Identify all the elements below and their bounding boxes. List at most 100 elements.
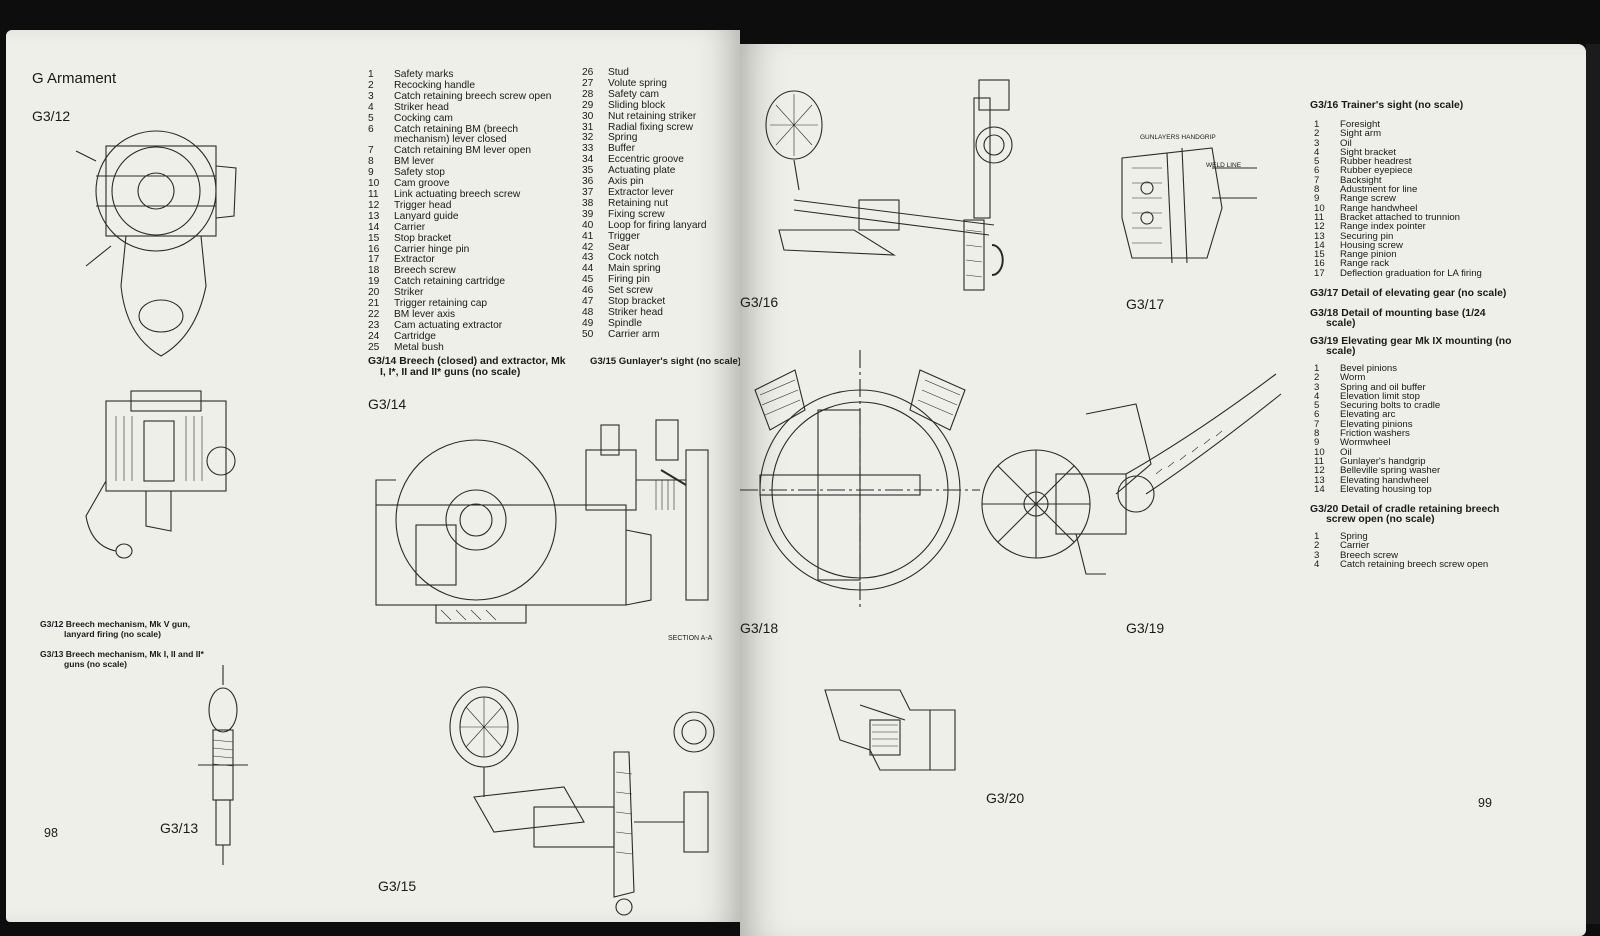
page-number-right: 99	[1478, 796, 1492, 810]
legend-number: 4	[1314, 558, 1320, 570]
legend-text: Safety cam	[608, 88, 659, 100]
g3-16-title: G3/16 Trainer's sight (no scale)	[1310, 100, 1464, 111]
legend-number: 17	[368, 254, 380, 266]
gunlayers-sight-drawing	[449, 686, 715, 916]
legend-number: 20	[368, 287, 380, 299]
legend-text: Loop for firing lanyard	[608, 219, 707, 231]
legend-number: 42	[582, 241, 594, 253]
legend-text: Nut retaining striker	[608, 110, 697, 122]
page-number-left: 98	[44, 826, 58, 840]
legend-number: 19	[368, 276, 380, 288]
legend-number: 29	[582, 99, 594, 111]
legend-text: Carrier arm	[608, 328, 660, 340]
legend-number: 9	[368, 167, 374, 179]
legend-number: 11	[1314, 211, 1324, 223]
legend-number: 2	[1314, 372, 1320, 384]
breech-mechanism-drawing-bottom	[85, 390, 236, 559]
legend-row: 17 Deflection graduation for LA firing	[1314, 267, 1482, 279]
legend-number: 32	[582, 132, 594, 144]
elevating-gear-detail-drawing	[1121, 147, 1257, 264]
legend-number: 17	[1314, 267, 1325, 279]
legend-text: Range handwheel	[1340, 202, 1418, 214]
g3-19-title-line2: scale)	[1326, 346, 1356, 357]
legend-number: 35	[582, 165, 594, 177]
legend-number: 6	[1314, 165, 1320, 177]
legend-text: Cartridge	[394, 330, 436, 342]
legend-text: Oil	[1340, 137, 1352, 149]
caption-g3-12-line1: G3/12 Breech mechanism, Mk V gun,	[40, 619, 190, 629]
trainers-sight-drawing	[765, 79, 1013, 291]
legend-number: 7	[368, 145, 374, 157]
legend-number: 15	[1314, 249, 1325, 261]
legend-number: 3	[1314, 137, 1320, 149]
legend-text: Catch retaining cartridge	[394, 276, 505, 288]
legend-text: Breech screw	[394, 265, 456, 277]
legend-number: 11	[368, 188, 379, 200]
legend-text: Catch retaining breech screw open	[1340, 558, 1489, 570]
legend-number: 25	[368, 341, 380, 353]
legend-text: Stop bracket	[608, 296, 666, 308]
legend-text: Sight arm	[1340, 128, 1382, 140]
legend-text: Securing bolts to cradle	[1340, 400, 1441, 412]
legend-number: 26	[582, 67, 594, 78]
legend-text: Bracket attached to trunnion	[1340, 211, 1460, 223]
legend-text: Elevating housing top	[1340, 483, 1432, 495]
caption-g3-12-line2: lanyard firing (no scale)	[64, 629, 161, 639]
legend-text: Sear	[608, 241, 630, 253]
legend-text: Carrier	[394, 221, 426, 233]
legend-text: Striker head	[394, 101, 449, 113]
legend-text: Firing pin	[608, 274, 650, 286]
legend-number: 49	[582, 317, 594, 329]
legend-text: Spring	[1340, 531, 1368, 542]
legend-text: Retaining nut	[608, 197, 669, 209]
figure-label-g3-19: G3/19	[1126, 620, 1165, 636]
legend-number: 45	[582, 274, 594, 286]
legend-number: 13	[1314, 230, 1325, 242]
legend-text: Striker head	[608, 306, 663, 318]
legend-text: Metal bush	[394, 341, 444, 353]
legend-text: Deflection graduation for LA firing	[1340, 267, 1482, 279]
legend-text: Housing screw	[1340, 239, 1403, 251]
g3-18-title-line1: G3/18 Detail of mounting base (1/24	[1310, 308, 1486, 319]
legend-text: Spindle	[608, 317, 642, 329]
legend-number: 39	[582, 208, 594, 220]
legend-text: Elevation limit stop	[1340, 390, 1420, 402]
legend-number: 6	[368, 123, 374, 135]
legend-number: 3	[1314, 549, 1320, 561]
caption-g3-13-line1: G3/13 Breech mechanism, Mk I, II and II*	[40, 649, 204, 659]
legend-text: Extractor lever	[608, 186, 674, 198]
section-aa-label: SECTION A-A	[668, 635, 713, 642]
legend-text: BM lever axis	[394, 308, 456, 320]
figure-label-g3-17: G3/17	[1126, 296, 1165, 312]
g3-17-title: G3/17 Detail of elevating gear (no scale…	[1310, 288, 1507, 299]
legend-text: Range index pointer	[1340, 221, 1426, 233]
